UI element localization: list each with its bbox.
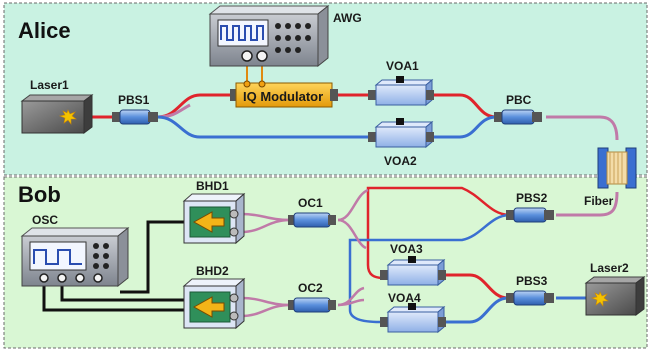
oc2-coupler (288, 297, 336, 313)
osc-instrument (20, 226, 130, 288)
laser2-device (584, 276, 646, 316)
pbs2-component (506, 207, 554, 223)
awg-label: AWG (333, 11, 362, 25)
fiber-oc1-voa3 (337, 218, 367, 250)
pbc-label: PBC (506, 93, 532, 107)
fiber-voa2-pbc (432, 115, 497, 139)
oc1-coupler (288, 212, 336, 228)
bhd2-detector (182, 277, 246, 330)
fiber-pbs2-oc2-blue (348, 213, 511, 324)
bhd1-arrow-icon (192, 211, 225, 233)
pbs3-component (506, 290, 554, 306)
voa2-component (368, 118, 434, 149)
fiber-spool (597, 147, 637, 189)
fiber-label: Fiber (584, 194, 614, 208)
bhd2-label: BHD2 (196, 264, 229, 278)
fiber-pbs2-oc1-red (366, 186, 511, 280)
laser2-emission-icon (590, 291, 609, 307)
voa1-label: VOA1 (386, 59, 419, 73)
oc2-label: OC2 (298, 281, 323, 295)
cable-osc-bhd1 (120, 220, 186, 294)
awg-instrument (208, 4, 330, 68)
pbs1-component (112, 109, 158, 125)
osc-label: OSC (32, 213, 58, 227)
bhd2-arrow-icon (192, 296, 225, 318)
voa4-label: VOA4 (388, 291, 421, 305)
fiber-pbs1-voa2 (157, 115, 370, 139)
iq-modulator-label: IQ Modulator (243, 89, 323, 104)
fiber-oc2-bhd2-b (241, 303, 291, 318)
alice-title: Alice (18, 18, 71, 43)
laser1-label: Laser1 (30, 78, 69, 92)
voa3-component (380, 256, 446, 287)
cable-osc-bhd2-b (60, 282, 186, 302)
iq-modulator-component (230, 80, 338, 108)
bob-title: Bob (18, 182, 61, 207)
fiber-oc2-up (337, 286, 365, 307)
voa4-component (380, 303, 446, 334)
fiber-spool-pbs2 (556, 191, 619, 217)
cable-osc-bhd2 (42, 282, 186, 312)
fiber-voa4-pbs3 (446, 296, 509, 324)
voa1-component (368, 76, 434, 107)
pbs1-label: PBS1 (118, 93, 150, 107)
bhd1-detector (182, 192, 246, 245)
pbc-component (494, 109, 542, 125)
laser1-device (20, 94, 94, 134)
voa2-label: VOA2 (384, 154, 417, 168)
bhd1-label: BHD1 (196, 179, 229, 193)
fiber-oc1-bhd1-b (241, 218, 291, 234)
fiber-pbc-spool (546, 115, 619, 141)
laser1-emission-icon (58, 109, 77, 125)
oc1-label: OC1 (298, 196, 323, 210)
pbs3-label: PBS3 (516, 274, 548, 288)
pbs2-label: PBS2 (516, 191, 548, 205)
laser2-label: Laser2 (590, 261, 629, 275)
voa3-label: VOA3 (390, 242, 423, 256)
